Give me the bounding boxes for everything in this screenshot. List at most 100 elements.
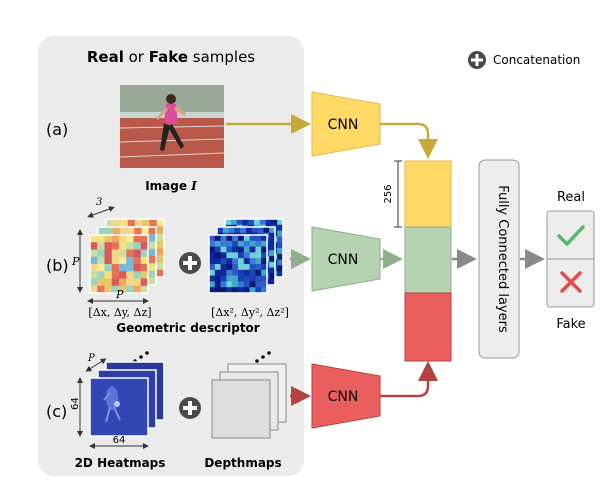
output-box [546, 210, 595, 308]
depthmaps-caption: Depthmaps [204, 456, 281, 470]
cross-icon [560, 271, 582, 293]
squared-heatmap-cell [255, 281, 262, 288]
squared-heatmap-cell [209, 275, 216, 282]
squared-heatmap-cell [249, 258, 256, 265]
squared-heatmap-cell [243, 252, 250, 259]
descriptor-heatmap-cell [97, 271, 105, 279]
squared-heatmap-cell [220, 240, 227, 247]
descriptor-heatmap-cell [106, 219, 114, 227]
squared-heatmap-cell [277, 242, 284, 249]
depth-dimension-label: 3 [96, 197, 102, 208]
depthmap-stack [211, 363, 287, 439]
descriptor-heatmap-cell [133, 235, 142, 243]
descriptor-heatmap-cell [156, 255, 165, 263]
descriptor-heatmap-cell [140, 278, 149, 287]
descriptor-heatmap-cell [120, 219, 129, 227]
squared-heatmap-cell [249, 281, 256, 288]
descriptor-heatmap-cell [111, 264, 120, 272]
squared-heatmap-cell [255, 235, 262, 242]
squared-heatmap-cell [214, 269, 221, 276]
descriptor-heatmap-cell [105, 227, 113, 235]
bottom-dimension-label: P [115, 288, 124, 301]
descriptor-heatmap-cell [111, 285, 120, 294]
squared-heatmap-cell [269, 261, 276, 268]
squared-heatmap-cell [220, 275, 227, 282]
squared-heatmap-cell [257, 227, 264, 234]
squared-heatmap-cell [248, 219, 255, 226]
squared-heatmap-cell [220, 269, 227, 276]
feature-size-label: 256 [383, 184, 394, 203]
squared-heatmap-cell [220, 252, 227, 259]
descriptor-heatmap-cell [111, 256, 120, 265]
squared-heatmap-cell [214, 275, 221, 282]
squared-heatmap-cell [226, 235, 233, 242]
descriptor-heatmap-cell [119, 285, 127, 294]
geometric-descriptor-stack [89, 218, 165, 294]
squared-heatmap-cell [249, 252, 256, 259]
descriptor-heatmap-cell [111, 235, 120, 243]
descriptor-heatmap-cell [126, 242, 134, 250]
squared-heatmap-cell [249, 246, 256, 253]
geometric-descriptor-caption: Geometric descriptor [116, 321, 260, 335]
squared-heatmap-cell [261, 246, 268, 253]
squared-heatmap-cell [209, 240, 216, 247]
descriptor-heatmap-cell [127, 227, 135, 235]
descriptor-heatmap-border [89, 234, 149, 294]
descriptor-heatmap-cell [141, 227, 150, 235]
row-a-label: (a) [46, 120, 68, 139]
squared-heatmap-cell [243, 269, 250, 276]
squared-heatmap-cell [226, 252, 233, 259]
squared-heatmap-cell [255, 246, 262, 253]
descriptor-heatmap-cell [111, 242, 120, 250]
squared-heatmap-cell [243, 235, 250, 242]
squared-heatmap-cell [249, 240, 256, 247]
squared-heatmap-cell [238, 275, 245, 282]
squared-heatmap-cell [226, 269, 233, 276]
descriptor-heatmap-cell [104, 242, 113, 250]
squared-heatmap-cell [243, 258, 250, 265]
squared-heatmap-cell [277, 236, 284, 243]
descriptor-heatmap-cell [133, 271, 142, 279]
descriptor-heatmap-cell [97, 285, 105, 294]
feature-size-dimension: 256 [383, 160, 402, 228]
descriptor-heatmap-cell [126, 264, 134, 272]
squared-heatmap-cell [243, 246, 250, 253]
descriptor-heatmap-cell [156, 248, 165, 256]
squared-heatmap-cell [254, 219, 261, 226]
descriptor-heatmap-cell [148, 241, 157, 250]
descriptor-heatmap-layer [89, 234, 149, 294]
squared-heatmap-cell [209, 252, 216, 259]
descriptor-heatmap-cell [104, 249, 113, 258]
squared-heatmap-cell [228, 227, 235, 234]
squared-heatmap-cell [220, 246, 227, 253]
descriptor-heatmap-cell [134, 227, 142, 235]
squared-heatmap-cell [277, 265, 284, 272]
squared-heatmap-cell [238, 235, 245, 242]
descriptor-heatmap-cell [126, 249, 134, 258]
descriptor-heatmap-cell [126, 235, 134, 243]
squared-heatmap-cell [261, 240, 268, 247]
squared-heatmap-cell [255, 275, 262, 282]
cnn-label-descriptor: CNN [328, 252, 359, 268]
fully-connected-block: Fully Connected layers [478, 159, 520, 359]
descriptor-heatmap-cell [119, 264, 127, 272]
squared-heatmap-cell [220, 264, 227, 271]
squared-heatmap-cell [209, 246, 216, 253]
squared-heatmap-cell [232, 269, 239, 276]
squared-heatmap-cell [265, 219, 272, 226]
squared-heatmap-cell [214, 258, 221, 265]
descriptor-heatmap-cell [126, 271, 134, 279]
squared-heatmap-cell [214, 287, 221, 294]
descriptor-heatmap-cell [140, 271, 149, 279]
panel-title-real: Real [87, 48, 124, 66]
squared-heatmap-cell [232, 240, 239, 247]
descriptor-heatmap-cell [97, 235, 105, 243]
descriptor-heatmap-cell [156, 240, 165, 249]
squared-heatmap-cell [209, 258, 216, 265]
cnn-label-maps: CNN [328, 389, 359, 405]
squared-heatmap-cell [255, 264, 262, 271]
squared-heatmap-cell [269, 238, 276, 245]
left-formula: [Δx, Δy, Δz] [88, 306, 151, 319]
feature-bar-red [404, 292, 452, 362]
descriptor-heatmap-cell [133, 256, 142, 265]
